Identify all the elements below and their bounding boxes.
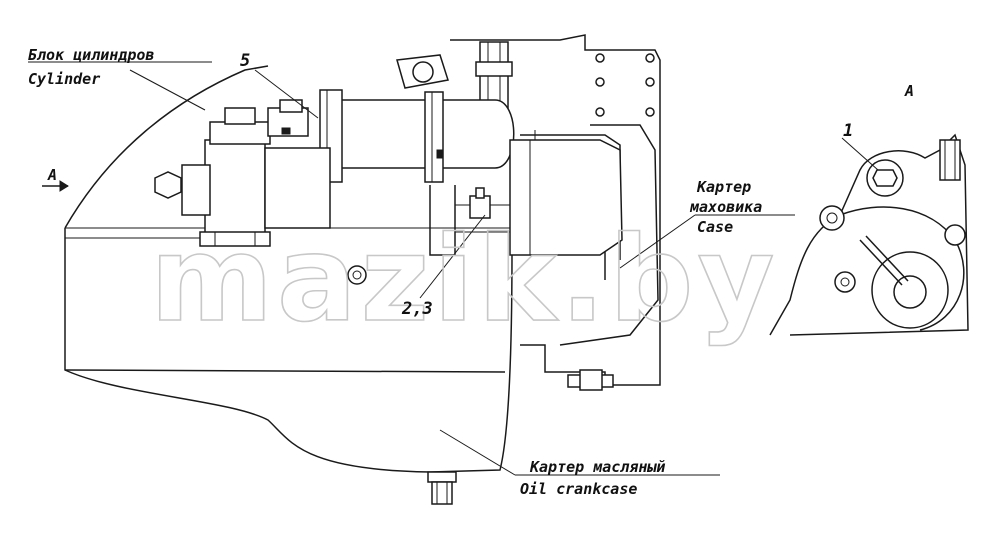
callout-5: 5 (240, 51, 250, 71)
label-cylinder-en: Cylinder (28, 70, 100, 88)
label-oil-en: Oil crankcase (520, 480, 637, 498)
housing-bolt-holes (595, 53, 655, 117)
label-flywheel-ru-2: маховика (689, 198, 762, 216)
callout-1: 1 (843, 121, 853, 141)
leader-lines (28, 61, 879, 476)
watermark-text: mazik.by (150, 210, 778, 348)
label-flywheel-ru-1: Картер (696, 178, 751, 196)
label-oil-ru: Картер масляный (529, 458, 665, 476)
oil-drain-plug (427, 471, 457, 505)
view-a-detail-label: A (904, 82, 914, 100)
starter-motor (154, 89, 623, 285)
view-a-detail (769, 133, 969, 336)
callout-2-3: 2,3 (401, 299, 433, 319)
view-a-arrow-label: A (47, 166, 57, 184)
label-cylinder-ru: Блок цилиндров (28, 46, 154, 64)
label-flywheel-en: Case (697, 218, 733, 236)
